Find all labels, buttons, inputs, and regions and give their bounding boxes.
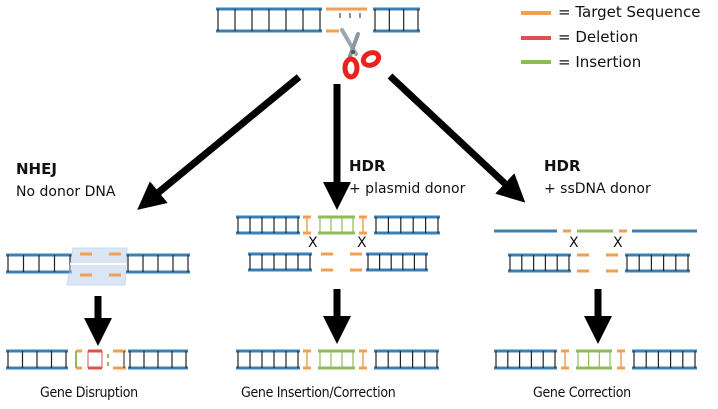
hdr-ssdna-subtitle: + ssDNA donor (544, 181, 651, 197)
arrow-to-nhej (137, 74, 302, 210)
crossover-mark: X (613, 235, 623, 251)
legend-deletion-label: = Deletion (558, 28, 639, 46)
target-dna-strand (216, 7, 420, 33)
arrow-to-hdr-ssdna (387, 73, 526, 203)
nhej-title: NHEJ (16, 160, 57, 178)
legend-target-label: = Target Sequence (558, 3, 701, 21)
scissors-icon (340, 28, 382, 80)
plasmid-intermediate (236, 215, 440, 272)
outcome-gene-correction: Gene Correction (533, 385, 631, 401)
crossover-mark: X (308, 235, 318, 251)
gene-correction-dna (494, 349, 697, 370)
ssdna-intermediate (494, 229, 697, 273)
hdr-plasmid-title: HDR (349, 157, 386, 175)
crossover-mark: X (569, 235, 579, 251)
nhej-intermediate (6, 247, 190, 286)
nhej-subtitle: No donor DNA (16, 184, 116, 200)
gene-insertion-dna (236, 349, 439, 370)
gene-disruption-dna (6, 349, 188, 370)
outcome-gene-disruption: Gene Disruption (40, 385, 138, 401)
hdr-ssdna-title: HDR (544, 157, 581, 175)
crossover-mark: X (357, 235, 367, 251)
outcome-gene-insertion-correction: Gene Insertion/Correction (241, 385, 396, 401)
hdr-plasmid-subtitle: + plasmid donor (349, 181, 466, 197)
legend-insertion-label: = Insertion (558, 53, 642, 71)
legend (521, 11, 551, 64)
